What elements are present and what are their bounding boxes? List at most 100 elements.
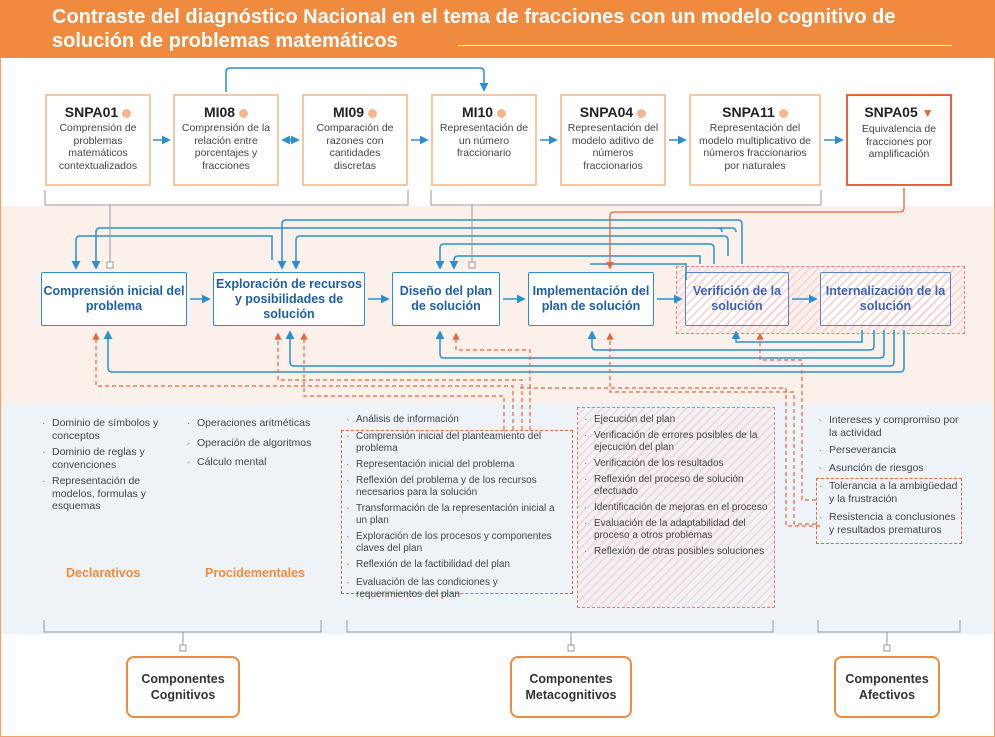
connector-snpa05-implementacion	[606, 188, 905, 270]
highlight-box-afectivos	[816, 478, 962, 544]
node-mi09: MI09 Comparación de razones con cantidad…	[302, 94, 408, 186]
stage-diseno: Diseño del plan de solución	[392, 272, 500, 326]
dot-icon	[637, 108, 647, 118]
list-item: Identificación de mejoras en el proceso	[584, 502, 768, 514]
connector-loop-c	[277, 219, 743, 270]
stage-comprension: Comprensión inicial del problema	[41, 272, 187, 326]
list-item: Tolerancia a la ambigüedad y la frustrac…	[819, 480, 959, 505]
connector-mi08-mi10	[225, 67, 489, 92]
dashed-link-6	[606, 332, 816, 525]
node-snpa04: SNPA04 Representación del modelo aditivo…	[560, 94, 666, 186]
dot-icon	[122, 108, 132, 118]
bracket-top-right	[430, 190, 822, 206]
connector-loop-b	[91, 227, 737, 270]
list-item: Resistencia a conclusiones y resultados …	[819, 511, 959, 536]
dot-icon	[778, 108, 788, 118]
list-item: Verificación de errores posibles de la e…	[584, 430, 768, 454]
list-item: Reflexión de la factibilidad del plan	[346, 559, 566, 571]
stage-implementacion: Implementación del plan de solución	[528, 272, 654, 326]
connector-below-b	[285, 330, 895, 367]
label-declarativos: Declarativos	[66, 566, 141, 580]
node-snpa11: SNPA11 Representación del modelo multipl…	[689, 94, 821, 186]
bracket-metacognitivos	[346, 620, 774, 633]
bracket-cognitivos	[43, 620, 322, 633]
connector-below-e	[731, 330, 863, 343]
connector-loop-h	[590, 263, 687, 280]
list-metacognitivos-a: Análisis de información Comprensión inic…	[346, 414, 566, 605]
connector-loop-g	[449, 255, 701, 270]
list-afectivos: Intereses y compromiso por la actividad …	[819, 414, 959, 540]
node-code: SNPA05	[864, 104, 918, 120]
list-procedimentales: Operaciones aritméticas Operación de alg…	[187, 417, 327, 473]
node-mi08: MI08 Comprensión de la relación entre po…	[173, 94, 279, 186]
list-item: Exploración de los procesos y componente…	[346, 531, 566, 555]
bracket-node-meta	[567, 644, 575, 652]
bracket-node-right	[468, 261, 476, 269]
list-item: Reflexión del problema y de los recursos…	[346, 475, 566, 499]
dot-icon	[368, 108, 378, 118]
dashed-link-4	[452, 332, 531, 430]
node-code: MI10	[461, 104, 494, 120]
node-code: SNPA01	[64, 104, 119, 120]
bracket-afectivos	[817, 620, 961, 633]
connector-below-d	[587, 330, 875, 351]
list-item: Intereses y compromiso por la actividad	[819, 414, 959, 439]
connector-loop-e	[291, 235, 729, 270]
list-item: Transformación de la representación inic…	[346, 503, 566, 527]
list-item: Cálculo mental	[187, 456, 327, 469]
bracket-node-left	[106, 261, 114, 269]
list-item: Ejecución del plan	[584, 414, 768, 426]
list-item: Evaluación de las condiciones y requerim…	[346, 577, 566, 601]
stage-verificacion: Verifición de la solución	[685, 272, 789, 326]
node-desc: Comparación de razones con cantidades di…	[316, 122, 394, 172]
dashed-link-3	[300, 332, 505, 430]
node-desc: Representación del modelo multiplicativo…	[698, 122, 812, 172]
list-item: Representación inicial del problema	[346, 459, 566, 471]
dashed-link-7	[520, 387, 820, 527]
component-afectivos: Componentes Afectivos	[834, 656, 940, 718]
dashed-link-1	[92, 332, 514, 430]
label-procedimentales: Procidementales	[205, 566, 306, 580]
list-item: Dominio de reglas y convenciones	[42, 446, 182, 471]
node-desc: Comprensión de la relación entre porcent…	[181, 122, 271, 172]
list-item: Perseverancia	[819, 444, 959, 457]
node-snpa01: SNPA01 Comprensión de problemas matemáti…	[45, 94, 151, 186]
title-banner: Contraste del diagnóstico Nacional en el…	[0, 0, 995, 58]
figure-title: Contraste del diagnóstico Nacional en el…	[52, 6, 896, 52]
list-item: Verificación de los resultados	[584, 458, 768, 470]
node-code: SNPA04	[579, 104, 634, 120]
node-desc: Representación del modelo aditivo de núm…	[567, 122, 659, 172]
node-code: SNPA11	[722, 104, 775, 120]
node-code: MI08	[203, 104, 236, 120]
bracket-top-left	[44, 190, 409, 206]
node-code: MI09	[332, 104, 365, 120]
list-item: Análisis de información	[346, 414, 566, 426]
title-rule	[458, 45, 952, 46]
node-desc: Equivalencia de fracciones por amplifica…	[861, 123, 937, 161]
list-item: Reflexión del proceso de solución efectu…	[584, 474, 768, 498]
component-cognitivos: Componentes Cognitivos	[126, 656, 240, 718]
node-desc: Representación de un número fraccionario	[439, 122, 529, 159]
list-declarativos: Dominio de símbolos y conceptos Dominio …	[42, 417, 182, 517]
list-item: Operaciones aritméticas	[187, 417, 327, 430]
list-item: Representación de modelos, formulas y es…	[42, 475, 182, 513]
connector-below-a	[103, 330, 905, 373]
list-item: Operación de algoritmos	[187, 437, 327, 450]
node-mi10: MI10 Representación de un número fraccio…	[431, 94, 537, 186]
list-item: Reflexión de otras posibles soluciones	[584, 546, 768, 558]
dashed-link-2	[274, 332, 523, 430]
stage-exploracion: Exploración de recursos y posibilidades …	[213, 272, 365, 326]
dashed-link-5	[756, 332, 816, 501]
connector-loop-f	[435, 243, 715, 270]
connector-loop-d	[717, 227, 723, 233]
connector-below-c	[435, 330, 885, 359]
bracket-node-afe	[883, 644, 891, 652]
list-item: Comprensión inicial del planteamiento de…	[346, 431, 566, 455]
node-desc: Comprensión de problemas matemáticos con…	[58, 122, 138, 172]
stage-internalizacion: Internalización de la solución	[820, 272, 951, 326]
list-item: Dominio de símbolos y conceptos	[42, 417, 182, 442]
triangle-down-icon: ▼	[921, 106, 934, 121]
connector-loop-a	[71, 235, 273, 270]
list-item: Asunción de riesgos	[819, 462, 959, 475]
